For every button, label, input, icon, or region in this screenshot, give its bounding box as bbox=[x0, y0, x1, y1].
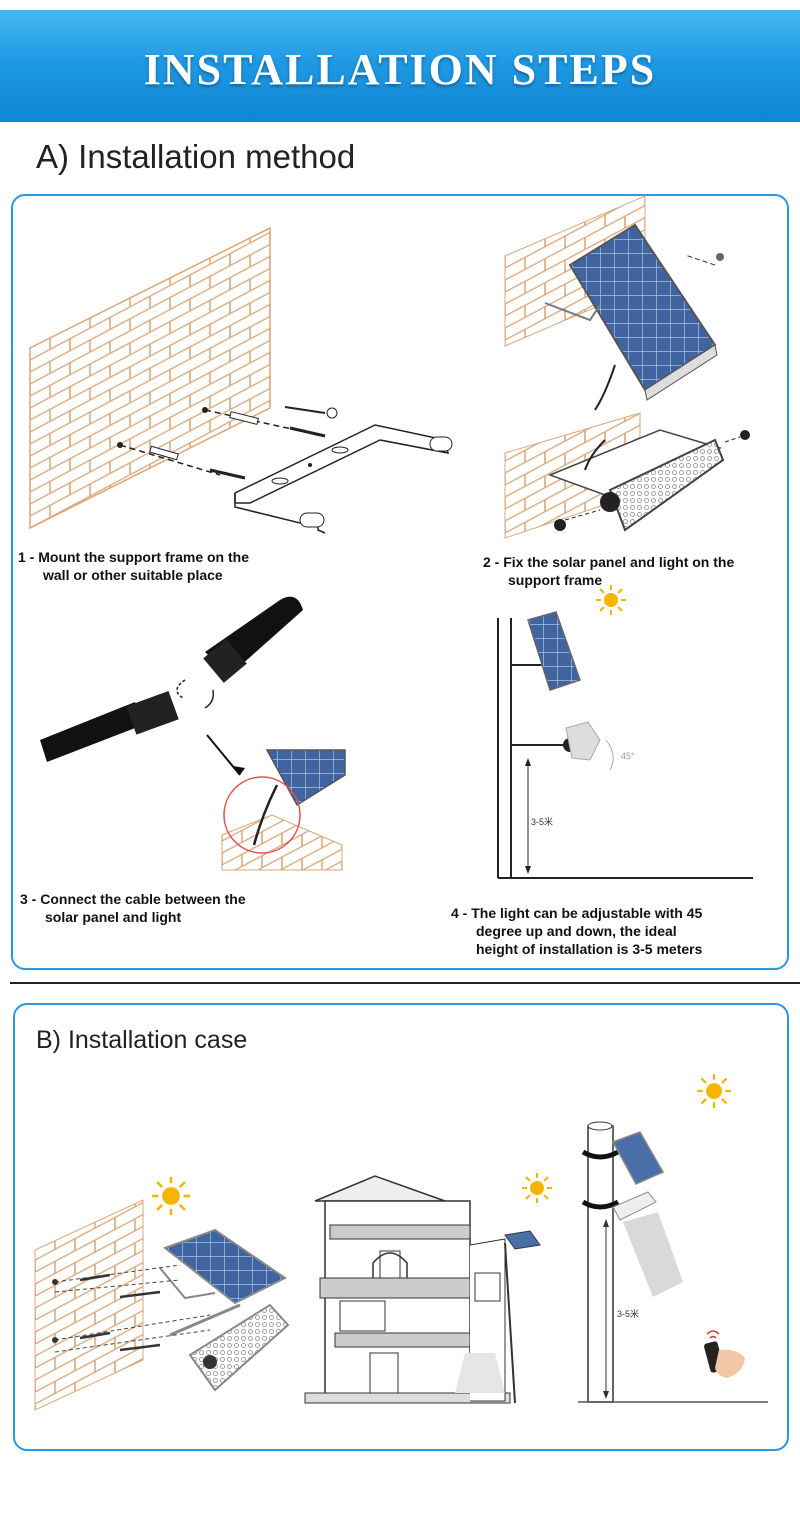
section-divider bbox=[10, 982, 800, 984]
sun-icon bbox=[152, 1177, 190, 1215]
angle-label: 45° bbox=[621, 751, 635, 761]
flood-light-icon bbox=[547, 429, 750, 532]
sun-icon bbox=[697, 1074, 731, 1108]
connection-detail-icon bbox=[221, 749, 346, 871]
screw-icon bbox=[52, 1264, 211, 1353]
support-frame-icon bbox=[234, 424, 453, 534]
step-4-caption: 4 - The light can be adjustable with 45 … bbox=[451, 905, 703, 957]
remote-control-icon bbox=[704, 1330, 745, 1378]
height-diagram-icon bbox=[497, 611, 753, 879]
solar-panel-icon bbox=[544, 223, 724, 411]
screw-icon bbox=[117, 406, 338, 480]
house-icon bbox=[304, 1175, 541, 1404]
pole-icon bbox=[578, 1121, 768, 1403]
cable-connector-icon bbox=[40, 596, 303, 776]
sun-icon bbox=[522, 1173, 552, 1203]
step-1-caption: 1 - Mount the support frame on the wall … bbox=[18, 549, 249, 583]
header-banner bbox=[0, 10, 800, 122]
sun-icon bbox=[596, 585, 626, 615]
height-label: 3-5米 bbox=[531, 817, 554, 827]
step-3-caption: 3 - Connect the cable between the solar … bbox=[20, 891, 246, 925]
section-a-heading: A) Installation method bbox=[36, 138, 356, 175]
solar-panel-icon bbox=[159, 1228, 287, 1305]
pole-height-label: 3-5米 bbox=[617, 1309, 640, 1319]
brick-wall-icon bbox=[34, 1199, 144, 1411]
section-b-heading: B) Installation case bbox=[36, 1026, 248, 1054]
flood-light-icon bbox=[169, 1303, 290, 1392]
step-2-caption: 2 - Fix the solar panel and light on the… bbox=[483, 554, 735, 588]
page-title: INSTALLATION STEPS bbox=[143, 45, 657, 94]
brick-wall-icon bbox=[29, 226, 271, 530]
